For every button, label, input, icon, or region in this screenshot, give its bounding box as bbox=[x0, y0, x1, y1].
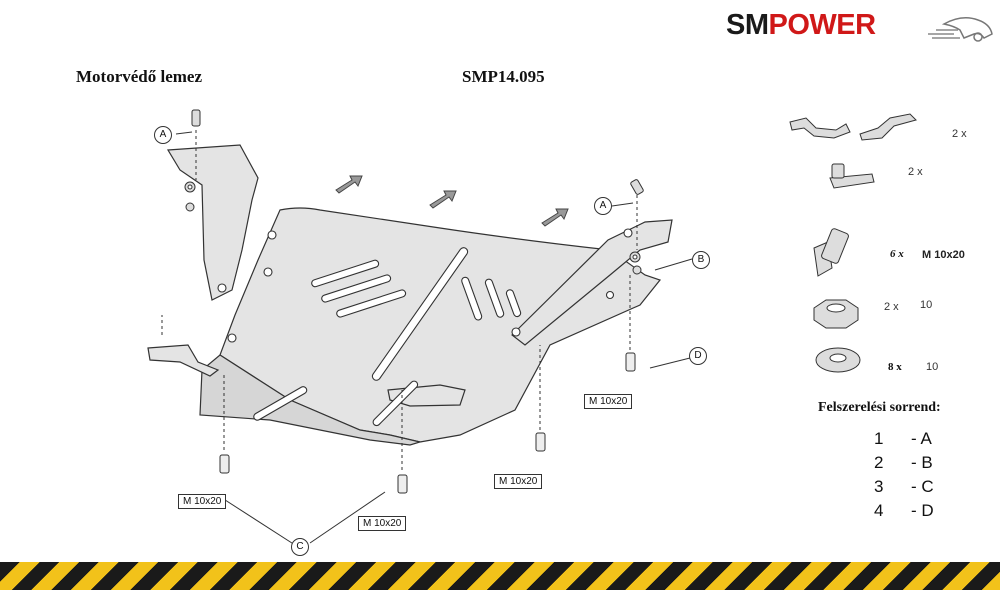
assembly-diagram bbox=[147, 109, 693, 546]
logo-sm: SM bbox=[726, 9, 769, 41]
sequence-num-3: 3 bbox=[874, 477, 884, 496]
clip-qty: 2 x bbox=[908, 166, 923, 178]
callout-a-right: A bbox=[594, 197, 612, 215]
nut-spec: 10 bbox=[920, 299, 933, 311]
sequence-letter-4: - D bbox=[911, 501, 934, 520]
bolt-label-4: M 10x20 bbox=[584, 394, 633, 409]
bolt-label-2: M 10x20 bbox=[358, 516, 407, 531]
callout-d: D bbox=[689, 347, 707, 365]
bolt-label-1: M 10x20 bbox=[178, 494, 227, 509]
parts-list-icons bbox=[789, 113, 917, 373]
sequence-num-4: 4 bbox=[874, 501, 884, 520]
bolt-label-3: M 10x20 bbox=[494, 474, 543, 489]
front-skirt bbox=[199, 354, 423, 446]
washer-spec: 10 bbox=[926, 361, 939, 373]
bracket-qty: 2 x bbox=[952, 128, 967, 140]
nut-qty: 2 x bbox=[884, 301, 899, 313]
smpower-logo: SMPOWER bbox=[724, 6, 994, 50]
callout-c: C bbox=[291, 538, 309, 556]
right-bracket bbox=[511, 219, 673, 346]
bottom-left-bracket bbox=[147, 344, 220, 377]
sequence-num-2: 2 bbox=[874, 453, 884, 472]
sequence-letter-2: - B bbox=[911, 453, 933, 472]
sequence-num-1: 1 bbox=[874, 429, 884, 448]
bolt-qty: 6 x bbox=[890, 248, 904, 260]
bolt-spec: M 10x20 bbox=[922, 249, 965, 261]
left-bracket bbox=[166, 144, 259, 301]
washer-qty: 8 x bbox=[888, 361, 902, 373]
logo-text: SMPOWER bbox=[726, 10, 876, 40]
sequence-letter-3: - C bbox=[911, 477, 934, 496]
callout-b: B bbox=[692, 251, 710, 269]
bracket-part-icon bbox=[789, 117, 851, 139]
logo-power: POWER bbox=[768, 9, 877, 41]
sequence-letter-1: - A bbox=[911, 429, 932, 448]
sequence-heading: Felszerelési sorrend: bbox=[818, 400, 941, 415]
hazard-stripe-footer bbox=[0, 562, 1000, 590]
product-code: SMP14.095 bbox=[462, 67, 545, 86]
nut-part-icon bbox=[813, 299, 859, 329]
car-silhouette-icon bbox=[928, 17, 993, 42]
product-title: Motorvédő lemez bbox=[76, 67, 203, 86]
callout-a-left: A bbox=[154, 126, 172, 144]
